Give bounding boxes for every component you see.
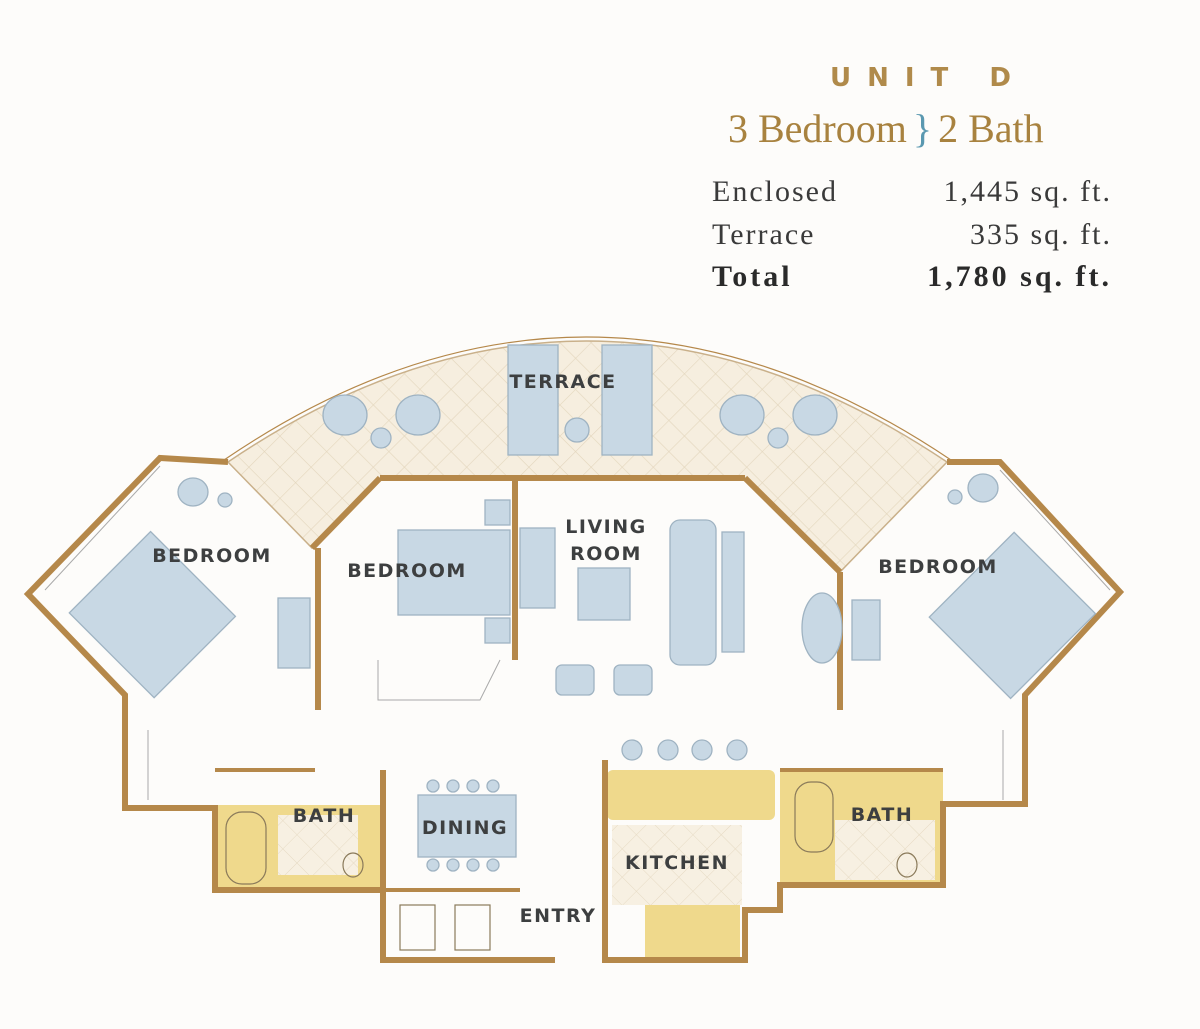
room-label-kitchen: KITCHEN	[625, 852, 729, 874]
room-label-bath-left: BATH	[293, 805, 356, 827]
area-label: Enclosed	[712, 175, 838, 208]
bath-fixtures	[225, 781, 918, 951]
room-label-bath-right: BATH	[851, 804, 914, 826]
room-labels: TERRACE BEDROOM BEDROOM LIVING ROOM BEDR…	[152, 371, 998, 927]
room-label-bedroom-center: BEDROOM	[347, 560, 467, 582]
window-lines	[44, 465, 1111, 800]
wet-areas	[215, 770, 943, 960]
room-label-living: LIVING	[565, 516, 646, 538]
area-label: Terrace	[712, 218, 816, 251]
bedroom-count: 3 Bedroom	[728, 106, 907, 151]
unit-subtitle: 3 Bedroom}2 Bath	[728, 105, 1044, 152]
bath-count: 2 Bath	[938, 106, 1044, 151]
room-label-dining: DINING	[422, 817, 508, 839]
area-value: 1,780 sq. ft.	[927, 260, 1112, 293]
walls	[23, 454, 1125, 963]
area-label: Total	[712, 260, 793, 293]
room-label-bedroom-left: BEDROOM	[152, 545, 272, 567]
room-label-bedroom-right: BEDROOM	[878, 556, 998, 578]
unit-title: UNIT D	[830, 63, 1027, 93]
room-label-terrace: TERRACE	[509, 371, 616, 393]
area-value: 1,445 sq. ft.	[943, 175, 1112, 208]
terrace-railing	[223, 336, 952, 461]
furniture	[68, 344, 1097, 872]
room-label-room: ROOM	[570, 543, 642, 565]
area-value: 335 sq. ft.	[970, 218, 1112, 251]
room-label-entry: ENTRY	[520, 905, 597, 927]
separator-brace: }	[912, 106, 933, 151]
